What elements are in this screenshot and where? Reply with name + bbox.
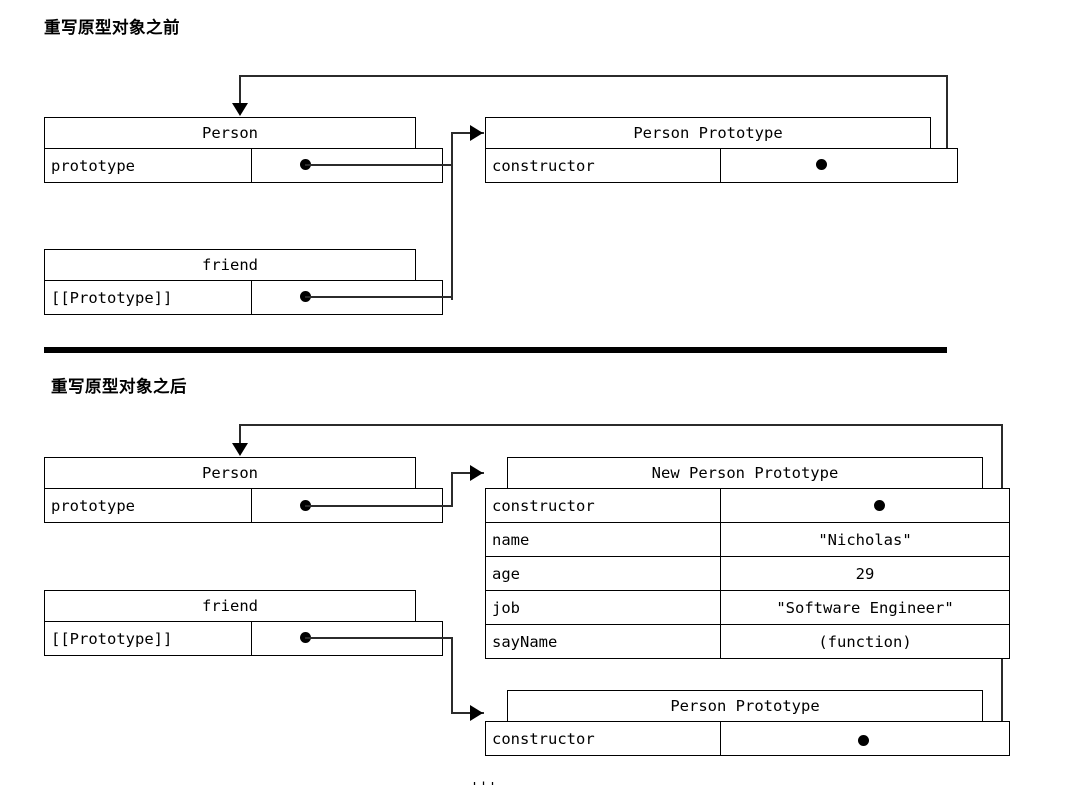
object-box-friend-after: friend [[Prototype]] [44, 590, 443, 656]
row-key-job: job [485, 590, 721, 625]
connector-person-proto-v [451, 132, 453, 300]
connector-friend-oldproto-v [451, 637, 453, 714]
row-key-name: name [485, 522, 721, 557]
row-value-constructor-pointer-new [720, 488, 1010, 523]
table-row: constructor [485, 488, 1010, 523]
object-rows-person-prototype-before: constructor [485, 148, 958, 183]
object-title-friend-before: friend [44, 249, 416, 280]
object-rows-friend-before: [[Prototype]] [44, 280, 443, 315]
arrow-into-new-person-prototype [470, 465, 483, 481]
connector-person-proto-h1 [305, 164, 453, 166]
connector-after-top-h [239, 424, 1003, 426]
section-divider [44, 347, 947, 353]
section-caption-after: 重写原型对象之后 [51, 377, 187, 396]
table-row: name "Nicholas" [485, 522, 1010, 557]
object-title-person-before: Person [44, 117, 416, 148]
table-row: constructor [485, 721, 1010, 756]
object-title-person-prototype-after: Person Prototype [507, 690, 983, 721]
cut-off-bottom-caption: '|' [470, 779, 510, 785]
object-box-new-person-prototype: New Person Prototype constructor name "N… [485, 457, 1010, 659]
object-box-person-after: Person prototype [44, 457, 443, 523]
row-value-prototype-pointer [251, 148, 443, 183]
object-rows-person-before: prototype [44, 148, 443, 183]
row-key-constructor-before: constructor [485, 148, 721, 183]
arrow-into-person-prototype-before [470, 125, 483, 141]
row-key-prototype: prototype [44, 148, 252, 183]
table-row: [[Prototype]] [44, 621, 443, 656]
row-value-name: "Nicholas" [720, 522, 1010, 557]
arrow-into-person-prototype-after [470, 705, 483, 721]
connector-friend-proto-h-before [305, 296, 453, 298]
connector-after-person-arrow-shaft [239, 424, 241, 454]
object-title-person-after: Person [44, 457, 416, 488]
table-row: constructor [485, 148, 958, 183]
object-box-person-prototype-after: Person Prototype constructor [485, 690, 1010, 756]
connector-person-arrow-shaft [239, 75, 241, 105]
pointer-dot-constructor-new [874, 500, 885, 511]
row-key-constructor-new: constructor [485, 488, 721, 523]
object-rows-new-person-prototype: constructor name "Nicholas" age 29 job "… [485, 488, 1010, 659]
object-rows-person-prototype-after: constructor [485, 721, 1010, 756]
row-key-sayname: sayName [485, 624, 721, 659]
row-key-bracket-prototype-after: [[Prototype]] [44, 621, 252, 656]
row-value-job: "Software Engineer" [720, 590, 1010, 625]
row-value-constructor-pointer-before [720, 148, 958, 183]
row-key-age: age [485, 556, 721, 591]
row-value-sayname: (function) [720, 624, 1010, 659]
connector-friend-oldproto-h1 [305, 637, 453, 639]
object-box-friend-before: friend [[Prototype]] [44, 249, 443, 315]
object-box-person-before: Person prototype [44, 117, 443, 183]
connector-person-newproto-v [451, 472, 453, 507]
connector-person-newproto-h2 [451, 472, 484, 474]
pointer-dot-constructor-before [816, 159, 827, 170]
table-row: sayName (function) [485, 624, 1010, 659]
row-key-prototype-after: prototype [44, 488, 252, 523]
connector-ctor-to-person-top [239, 75, 948, 77]
connector-person-proto-h2 [451, 132, 484, 134]
arrow-into-person-before [232, 103, 248, 116]
table-row: [[Prototype]] [44, 280, 443, 315]
row-value-age: 29 [720, 556, 1010, 591]
connector-friend-oldproto-h2 [451, 712, 484, 714]
pointer-dot-constructor-after [858, 735, 869, 746]
table-row: age 29 [485, 556, 1010, 591]
row-key-constructor-after: constructor [485, 721, 721, 756]
arrow-into-person-after [232, 443, 248, 456]
row-key-bracket-prototype-before: [[Prototype]] [44, 280, 252, 315]
connector-person-newproto-h1 [305, 505, 453, 507]
object-title-new-person-prototype: New Person Prototype [507, 457, 983, 488]
object-title-person-prototype-before: Person Prototype [485, 117, 931, 148]
object-box-person-prototype-before: Person Prototype constructor [485, 117, 958, 183]
section-caption-before: 重写原型对象之前 [44, 18, 180, 37]
table-row: prototype [44, 148, 443, 183]
connector-ctor-to-person-right [946, 75, 948, 167]
object-title-friend-after: friend [44, 590, 416, 621]
table-row: job "Software Engineer" [485, 590, 1010, 625]
